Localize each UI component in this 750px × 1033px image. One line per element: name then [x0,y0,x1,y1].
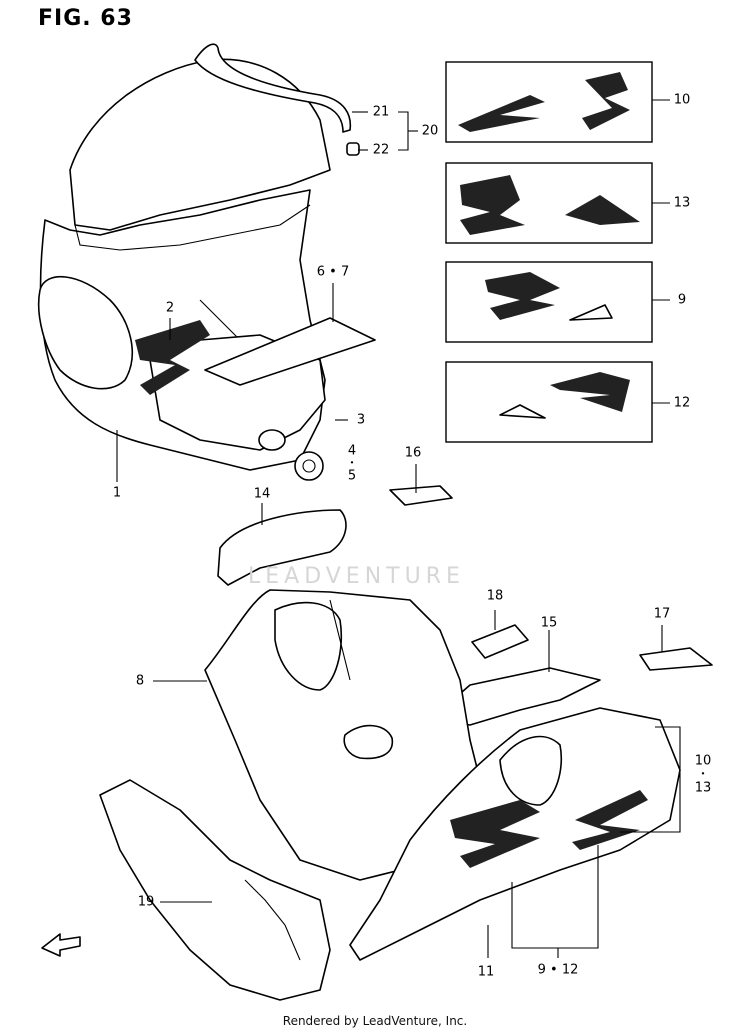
cover-part-14 [217,509,347,586]
callout-14: 14 [253,486,271,502]
callout-2: 2 [165,300,175,316]
figure-label: FIG. 63 [38,6,133,31]
brace-part-6-7 [204,317,376,386]
callout-1: 1 [112,485,122,501]
callout-9-12: 9 • 12 [537,962,579,978]
callout-10-lower: 10 [694,753,712,769]
callout-10-box: 10 [673,92,691,108]
decal-box-9 [445,261,670,343]
grommet-part-4-5 [294,451,324,481]
callout-8: 8 [135,673,145,689]
inner-panel-part-15 [429,667,601,726]
callout-4: 4 [347,443,357,459]
cushion-part-16 [389,485,453,506]
callout-19: 19 [137,894,155,910]
pad-part-18 [471,624,529,659]
render-credit: Rendered by LeadVenture, Inc. [282,1014,468,1028]
callout-18: 18 [486,588,504,604]
nut-part-22 [346,142,360,156]
callout-16: 16 [404,445,422,461]
fwd-arrow-icon [41,933,81,957]
callout-17: 17 [653,606,671,622]
callout-3: 3 [356,412,366,428]
callout-13-lower: 13 [694,780,712,796]
callout-dot: • [349,458,355,468]
decal-box-13 [445,162,670,244]
decal-box-12 [445,361,670,443]
windscreen-trim-part-21 [194,43,352,133]
callout-dot-lower: • [700,769,706,779]
side-cowl-part-8 [204,589,481,881]
leader-lines [116,111,681,958]
callout-12-box: 12 [673,395,691,411]
callout-6-7: 6 • 7 [316,264,350,280]
callout-20: 20 [421,123,439,139]
callout-22: 22 [372,142,390,158]
callout-5: 5 [347,468,357,484]
under-cowl-part-19 [99,779,331,1001]
callout-21: 21 [372,104,390,120]
clip-part-17 [639,647,713,671]
callout-13-box: 13 [673,195,691,211]
callout-15: 15 [540,615,558,631]
watermark: LEADVENTURE [248,564,465,589]
lower-cowl-part-10-13 [349,707,681,961]
upper-cowl-part-1 [37,58,331,471]
callout-11: 11 [477,964,495,980]
decal-box-10 [445,61,670,143]
callout-9-box: 9 [677,292,687,308]
